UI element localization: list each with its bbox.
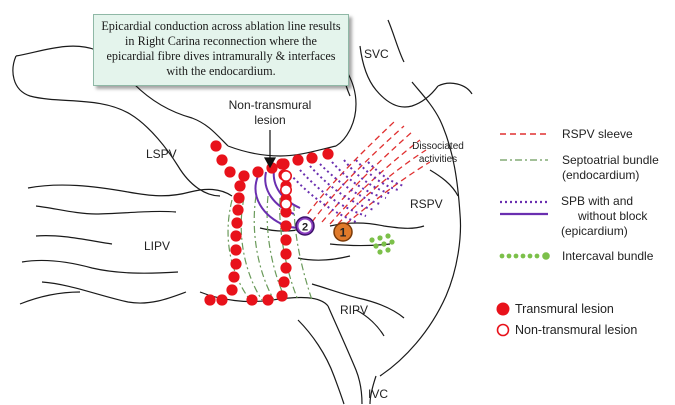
intercaval-bundle <box>369 233 395 255</box>
transmural-lesion-dot <box>224 166 236 178</box>
transmural-lesion-dot <box>306 152 318 164</box>
label-dissociated-1: Dissociated <box>412 141 464 152</box>
legend-swatch-transmural <box>496 302 510 316</box>
transmural-lesion-dot <box>252 166 264 178</box>
transmural-lesion-dot <box>230 244 242 256</box>
label-lspv: LSPV <box>146 147 177 161</box>
label-non-transmural-2: lesion <box>254 113 285 127</box>
transmural-lesion-dot <box>280 248 292 260</box>
label-non-transmural-1: Non-transmural <box>229 98 312 112</box>
legend-label-non-transmural: Non-transmural lesion <box>515 323 637 337</box>
transmural-lesion-dot <box>232 204 244 216</box>
transmural-lesion-dot <box>276 290 288 302</box>
transmural-lesion-dot <box>322 148 334 160</box>
transmural-lesion-dot <box>228 271 240 283</box>
legend-label-septoatrial-1: Septoatrial bundle <box>562 153 659 167</box>
transmural-lesion-dot <box>278 276 290 288</box>
legend-label-spb-3: (epicardium) <box>561 224 628 238</box>
label-ivc: IVC <box>368 387 388 401</box>
transmural-lesion-dot <box>204 294 216 306</box>
label-svc: SVC <box>364 47 389 61</box>
spb-dotted-lines <box>289 159 405 223</box>
annotation-callout: Epicardial conduction across ablation li… <box>93 14 349 86</box>
legend-swatch-non-transmural <box>496 323 510 337</box>
legend-label-rspv-sleeve: RSPV sleeve <box>562 127 633 141</box>
non-transmural-lesion-circle <box>279 198 292 211</box>
transmural-lesion-dot <box>226 284 238 296</box>
legend-label-intercaval: Intercaval bundle <box>562 249 654 263</box>
label-lipv: LIPV <box>144 239 170 253</box>
transmural-lesion-dot <box>280 262 292 274</box>
transmural-lesion-dot <box>230 230 242 242</box>
transmural-lesion-dot <box>210 140 222 152</box>
legend-label-septoatrial-2: (endocardium) <box>562 168 639 182</box>
non-transmural-lesion-circle <box>279 170 292 183</box>
legend-label-spb-2: without block <box>577 209 648 223</box>
transmural-lesion-dot <box>233 192 245 204</box>
transmural-lesion-dot <box>246 294 258 306</box>
non-transmural-lesion-line <box>279 170 292 211</box>
svg-text:2: 2 <box>302 222 308 234</box>
transmural-lesion-dot <box>238 170 250 182</box>
label-rspv: RSPV <box>410 197 443 211</box>
legend: RSPV sleeve Septoatrial bundle (endocard… <box>496 127 659 337</box>
transmural-lesion-line <box>204 140 334 306</box>
svg-text:1: 1 <box>340 226 347 240</box>
transmural-lesion-dot <box>278 158 290 170</box>
transmural-lesion-dot <box>234 180 246 192</box>
atrium-outline <box>12 19 473 405</box>
non-transmural-arrow <box>263 130 277 169</box>
transmural-lesion-dot <box>216 154 228 166</box>
legend-label-spb-1: SPB with and <box>561 194 633 208</box>
site-marker-1: 1 <box>333 222 353 242</box>
legend-swatch-intercaval <box>499 252 550 260</box>
transmural-lesion-dot <box>231 217 243 229</box>
transmural-lesion-dot <box>280 234 292 246</box>
label-dissociated-2: activities <box>419 154 457 165</box>
non-transmural-lesion-circle <box>279 184 292 197</box>
transmural-lesion-dot <box>262 294 274 306</box>
transmural-lesion-dot <box>292 154 304 166</box>
transmural-lesion-dot <box>230 258 242 270</box>
transmural-lesion-dot <box>280 220 292 232</box>
callout-text: Epicardial conduction across ablation li… <box>101 19 341 78</box>
site-marker-2: 2 <box>295 216 315 236</box>
label-ripv: RIPV <box>340 303 368 317</box>
transmural-lesion-dot <box>216 294 228 306</box>
legend-label-transmural: Transmural lesion <box>515 302 614 316</box>
